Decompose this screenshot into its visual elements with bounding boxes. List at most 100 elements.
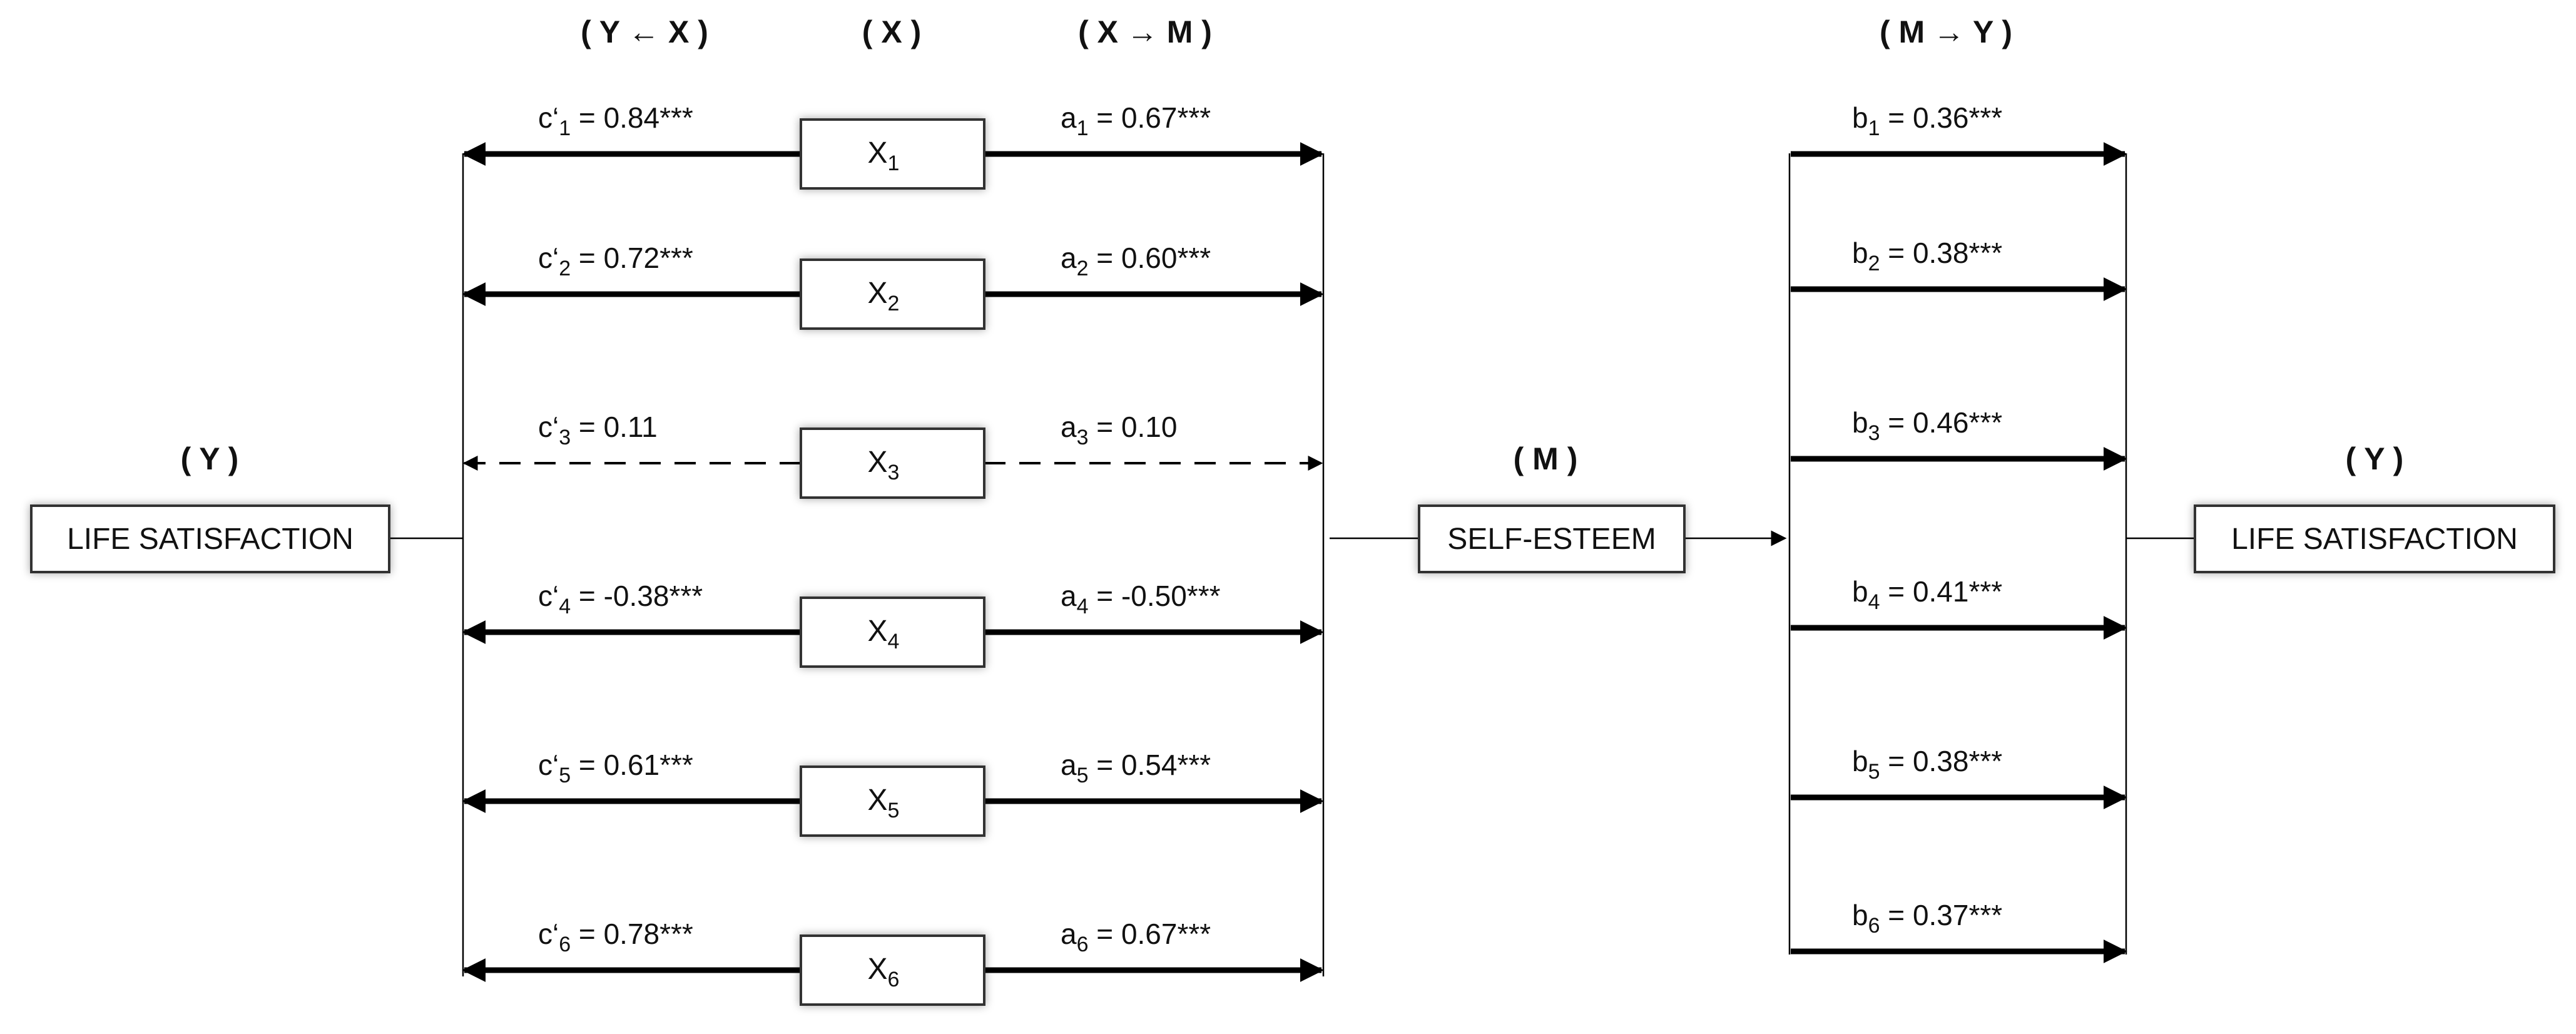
label-a-6-subscript: 6 xyxy=(1077,933,1089,956)
label-c-prime-2: c‘2 = 0.72*** xyxy=(538,242,693,280)
label-c-prime-4-subscript: 4 xyxy=(559,595,571,618)
label-b-4-symbol: b xyxy=(1852,575,1868,608)
label-c-prime-3-symbol: c‘ xyxy=(538,411,559,443)
node-x6-subscript: 6 xyxy=(888,968,900,991)
label-c-prime-6: c‘6 = 0.78*** xyxy=(538,918,693,956)
label-c-prime-5-subscript: 5 xyxy=(559,764,571,787)
label-b-3-symbol: b xyxy=(1852,406,1868,439)
label-c-prime-5-value: = 0.61*** xyxy=(571,749,693,781)
predictor-rows: X1c‘1 = 0.84***a1 = 0.67***b1 = 0.36***X… xyxy=(462,101,2127,1006)
label-c-prime-5: c‘5 = 0.61*** xyxy=(538,749,693,787)
label-a-3: a3 = 0.10 xyxy=(1061,411,1177,449)
node-x6: X6 xyxy=(800,934,985,1006)
label-b-4-subscript: 4 xyxy=(1868,590,1880,614)
label-a-6: a6 = 0.67*** xyxy=(1061,918,1211,956)
label-a-6-value: = 0.67*** xyxy=(1089,918,1211,950)
label-a-4: a4 = -0.50*** xyxy=(1061,580,1221,618)
label-a-1-subscript: 1 xyxy=(1077,116,1089,140)
label-c-prime-2-subscript: 2 xyxy=(559,257,571,280)
label-a-2-subscript: 2 xyxy=(1077,257,1089,280)
node-x4-subscript: 4 xyxy=(888,630,900,653)
node-x5-symbol: X xyxy=(868,784,888,817)
node-x1-subscript: 1 xyxy=(888,151,900,175)
label-a-3-value: = 0.10 xyxy=(1089,411,1178,443)
label-b-1-subscript: 1 xyxy=(1868,116,1880,140)
label-b-6-symbol: b xyxy=(1852,899,1868,931)
label-b-2-subscript: 2 xyxy=(1868,252,1880,275)
node-x3-symbol: X xyxy=(868,446,888,479)
label-a-1-value: = 0.67*** xyxy=(1089,101,1211,134)
label-c-prime-4-symbol: c‘ xyxy=(538,580,559,612)
label-b-6-value: = 0.37*** xyxy=(1880,899,2003,931)
label-b-5-value: = 0.38*** xyxy=(1880,745,2003,777)
label-b-1-symbol: b xyxy=(1852,101,1868,134)
label-b-4: b4 = 0.41*** xyxy=(1852,575,2002,614)
node-x3: X3 xyxy=(800,427,985,499)
label-b-6-subscript: 6 xyxy=(1868,914,1880,938)
header-y-left: ( Y ) xyxy=(181,441,239,476)
label-c-prime-4-value: = -0.38*** xyxy=(571,580,703,612)
node-x5-label: X5 xyxy=(868,784,900,822)
label-a-6-symbol: a xyxy=(1061,918,1077,950)
node-self-esteem-label: SELF-ESTEEM xyxy=(1447,523,1656,556)
header-m-to-y: ( M → Y ) xyxy=(1880,14,2012,49)
label-b-1-value: = 0.36*** xyxy=(1880,101,2003,134)
label-a-4-symbol: a xyxy=(1061,580,1077,612)
label-c-prime-4: c‘4 = -0.38*** xyxy=(538,580,703,618)
label-c-prime-6-symbol: c‘ xyxy=(538,918,559,950)
node-life-satisfaction-left: LIFE SATISFACTION xyxy=(30,504,390,573)
label-b-2: b2 = 0.38*** xyxy=(1852,237,2002,275)
header-y-from-x: ( Y ← X ) xyxy=(581,14,708,49)
label-c-prime-1-symbol: c‘ xyxy=(538,101,559,134)
node-x3-subscript: 3 xyxy=(888,461,900,484)
label-a-1-symbol: a xyxy=(1061,101,1077,134)
label-b-5-symbol: b xyxy=(1852,745,1868,777)
label-c-prime-3-value: = 0.11 xyxy=(571,411,658,443)
node-x2-symbol: X xyxy=(868,277,888,310)
label-c-prime-6-value: = 0.78*** xyxy=(571,918,693,950)
label-c-prime-6-subscript: 6 xyxy=(559,933,571,956)
node-x2-label: X2 xyxy=(868,277,900,315)
label-b-3-subscript: 3 xyxy=(1868,421,1880,445)
node-x6-label: X6 xyxy=(868,953,900,991)
label-a-2-value: = 0.60*** xyxy=(1089,242,1211,274)
label-a-2: a2 = 0.60*** xyxy=(1061,242,1211,280)
label-c-prime-2-symbol: c‘ xyxy=(538,242,559,274)
node-life-satisfaction-left-label: LIFE SATISFACTION xyxy=(67,523,354,556)
label-b-4-value: = 0.41*** xyxy=(1880,575,2003,608)
node-x4: X4 xyxy=(800,596,985,668)
label-c-prime-5-symbol: c‘ xyxy=(538,749,559,781)
label-b-2-symbol: b xyxy=(1852,237,1868,269)
label-b-1: b1 = 0.36*** xyxy=(1852,101,2002,140)
label-a-5-subscript: 5 xyxy=(1077,764,1089,787)
label-a-4-subscript: 4 xyxy=(1077,595,1089,618)
label-a-5: a5 = 0.54*** xyxy=(1061,749,1211,787)
header-m: ( M ) xyxy=(1514,441,1578,476)
label-a-3-symbol: a xyxy=(1061,411,1077,443)
node-x1-label: X1 xyxy=(868,136,900,175)
node-x3-label: X3 xyxy=(868,446,900,484)
node-life-satisfaction-right: LIFE SATISFACTION xyxy=(2194,504,2555,573)
node-x1: X1 xyxy=(800,118,985,190)
node-x4-label: X4 xyxy=(868,615,900,653)
header-x: ( X ) xyxy=(862,14,921,49)
node-self-esteem: SELF-ESTEEM xyxy=(1418,504,1686,573)
label-a-5-symbol: a xyxy=(1061,749,1077,781)
node-x6-symbol: X xyxy=(868,953,888,986)
label-c-prime-1-subscript: 1 xyxy=(559,116,571,140)
node-x5: X5 xyxy=(800,765,985,837)
label-c-prime-3-subscript: 3 xyxy=(559,426,571,449)
node-x4-symbol: X xyxy=(868,615,888,648)
node-x1-symbol: X xyxy=(868,136,888,170)
header-y-right: ( Y ) xyxy=(2346,441,2404,476)
node-x2: X2 xyxy=(800,258,985,330)
node-life-satisfaction-right-label: LIFE SATISFACTION xyxy=(2231,523,2518,556)
label-b-5: b5 = 0.38*** xyxy=(1852,745,2002,784)
label-b-2-value: = 0.38*** xyxy=(1880,237,2003,269)
label-b-3: b3 = 0.46*** xyxy=(1852,406,2002,445)
label-b-6: b6 = 0.37*** xyxy=(1852,899,2002,938)
node-x2-subscript: 2 xyxy=(888,292,900,315)
label-b-3-value: = 0.46*** xyxy=(1880,406,2003,439)
label-a-2-symbol: a xyxy=(1061,242,1077,274)
